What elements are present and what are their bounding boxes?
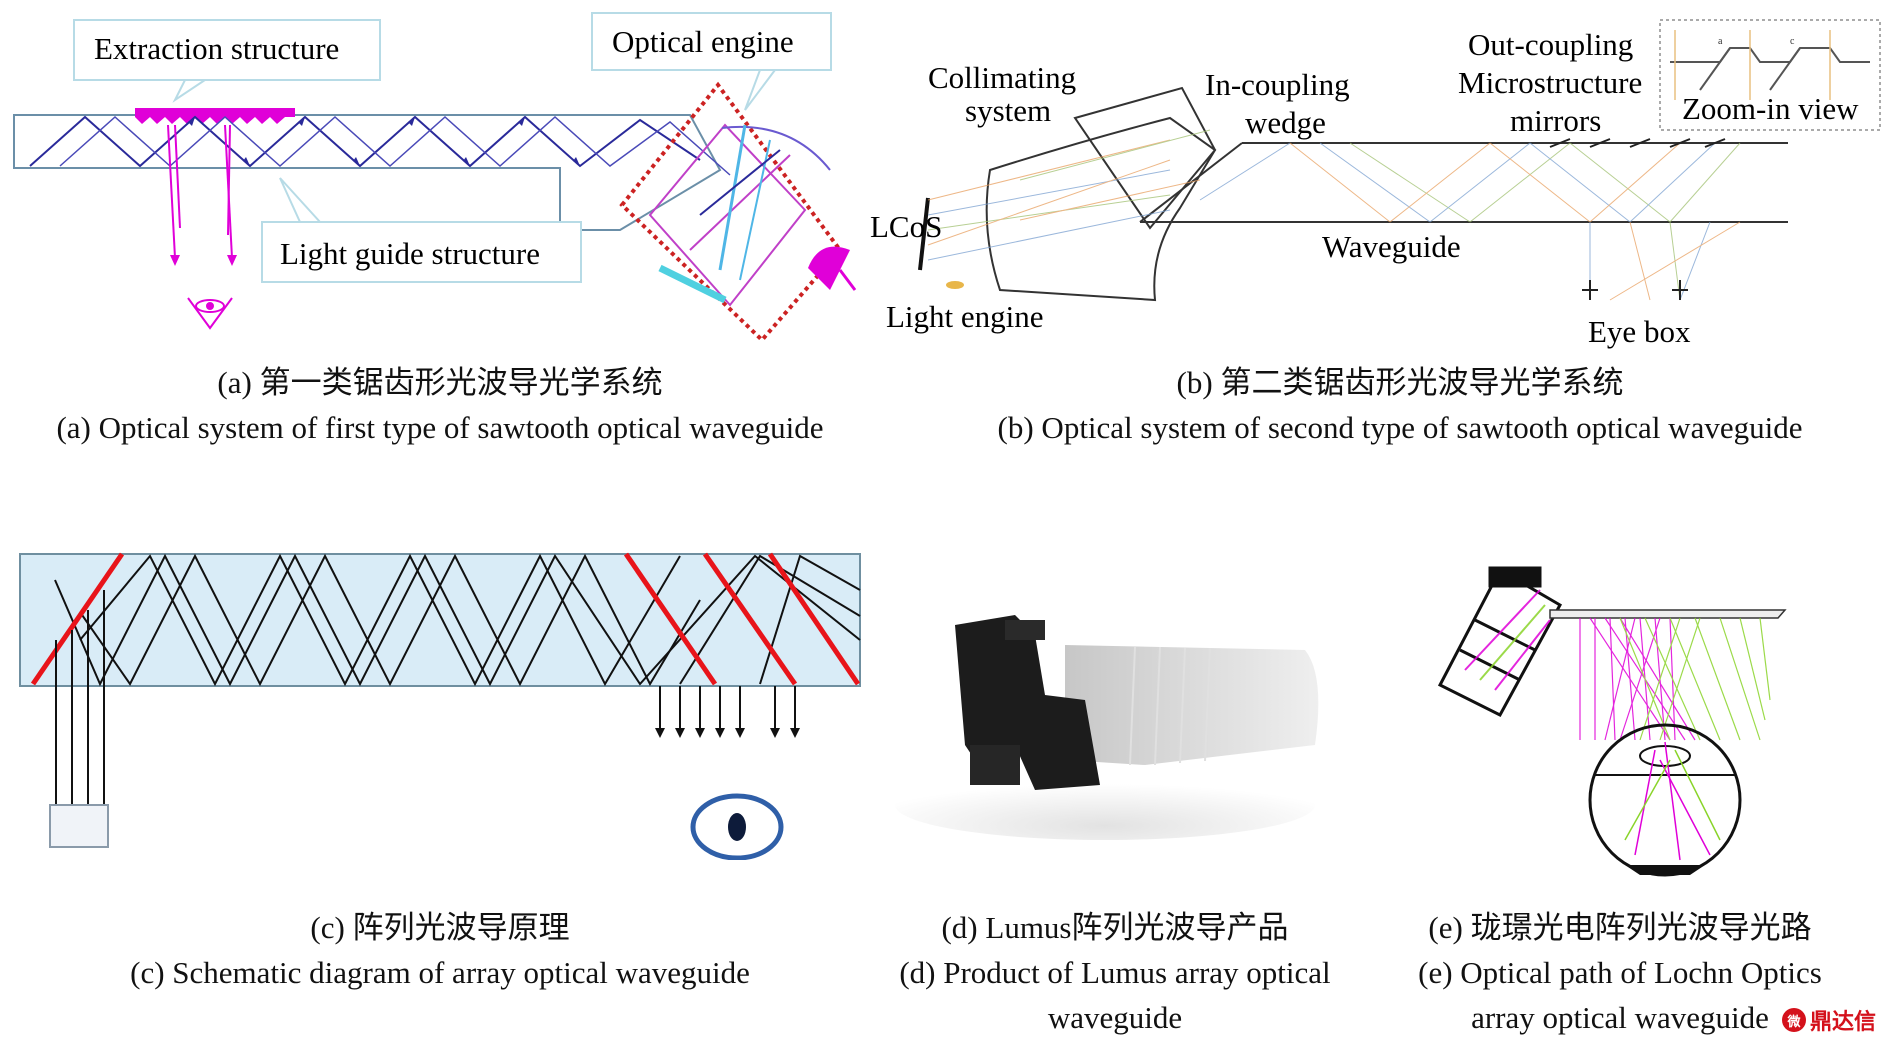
output-rays xyxy=(167,124,233,259)
waveguide-slab xyxy=(1549,609,1787,619)
optical-engine-internals xyxy=(648,123,831,307)
svg-text:c: c xyxy=(1790,36,1795,47)
label-incoupling-1: In-coupling xyxy=(1205,67,1350,102)
label-outcoupling-2: Microstructure xyxy=(1458,65,1642,100)
label-light-guide-structure: Light guide structure xyxy=(280,236,540,271)
zoom-in-inset: a c xyxy=(1659,19,1881,131)
caption-e: (e) 珑璟光电阵列光波导光路 (e) Optical path of Loch… xyxy=(1400,905,1840,1040)
extraction-sawtooth xyxy=(135,108,295,124)
eye-icon xyxy=(187,297,233,330)
incoupling-wedge xyxy=(1073,86,1217,230)
caption-d-en-1: (d) Product of Lumus array optical xyxy=(899,955,1331,990)
microstructure-mirrors xyxy=(1549,138,1726,148)
watermark: 微 鼎达信 xyxy=(1781,1004,1876,1036)
input-rays xyxy=(55,590,105,805)
label-zoom-in-view: Zoom-in view xyxy=(1682,91,1859,126)
coupling-rays xyxy=(927,129,1741,301)
caption-b-en: (b) Optical system of second type of saw… xyxy=(997,410,1803,445)
caption-c-cn: (c) 阵列光波导原理 xyxy=(310,910,570,945)
eye-icon xyxy=(690,793,784,860)
panel-b-diagram: a c Collimating system LCoS Light engine… xyxy=(870,19,1881,349)
propagation-rays xyxy=(54,553,861,687)
caption-d-cn: (d) Lumus阵列光波导产品 xyxy=(941,910,1289,945)
waveguide-outline xyxy=(1139,142,1788,223)
caption-a-cn: (a) 第一类锯齿形光波导光学系统 xyxy=(217,365,663,400)
label-collimating-1: Collimating xyxy=(928,60,1076,95)
label-waveguide: Waveguide xyxy=(1322,229,1461,264)
watermark-text: 鼎达信 xyxy=(1809,1010,1876,1035)
panel-a-diagram: Extraction structure Optical engine Ligh… xyxy=(13,12,857,343)
eye-box-markers xyxy=(1582,280,1688,300)
label-extraction-structure: Extraction structure xyxy=(94,31,339,66)
guided-rays-1 xyxy=(29,115,701,168)
waveguide-glass xyxy=(1065,645,1319,765)
label-light-engine: Light engine xyxy=(886,299,1044,334)
collimating-lens xyxy=(985,116,1217,302)
label-incoupling-2: wedge xyxy=(1245,105,1326,140)
waveguide-slab xyxy=(19,553,861,687)
caption-c: (c) 阵列光波导原理 (c) Schematic diagram of arr… xyxy=(0,905,880,995)
eyepiece-icon xyxy=(808,246,857,291)
projector-box xyxy=(49,804,109,848)
panel-d-product-image xyxy=(895,615,1319,840)
label-outcoupling-1: Out-coupling xyxy=(1468,27,1633,62)
projector-rays xyxy=(1464,589,1551,691)
output-arrowheads xyxy=(170,255,237,266)
label-eye-box: Eye box xyxy=(1588,314,1691,349)
projector-housing xyxy=(955,615,1100,790)
caption-d: (d) Lumus阵列光波导产品 (d) Product of Lumus ar… xyxy=(880,905,1350,1040)
caption-b: (b) 第二类锯齿形光波导光学系统 (b) Optical system of … xyxy=(920,360,1880,450)
light-guide-body xyxy=(13,114,722,231)
svg-text:a: a xyxy=(1718,36,1723,47)
light-engine-led xyxy=(946,281,964,289)
label-lcos: LCoS xyxy=(870,209,942,244)
caption-c-en: (c) Schematic diagram of array optical w… xyxy=(130,955,750,990)
output-ray-bundle xyxy=(1579,617,1771,741)
caption-d-en-2: waveguide xyxy=(1047,1000,1183,1035)
label-collimating-2: system xyxy=(965,93,1051,128)
guided-rays-2 xyxy=(59,115,731,176)
output-arrows xyxy=(659,686,796,730)
caption-a: (a) 第一类锯齿形光波导光学系统 (a) Optical system of … xyxy=(0,360,880,450)
watermark-logo-icon: 微 xyxy=(1781,1008,1806,1032)
caption-e-cn: (e) 珑璟光电阵列光波导光路 xyxy=(1428,910,1812,945)
projector-assembly xyxy=(1437,566,1563,717)
caption-e-en-2: array optical waveguide xyxy=(1471,1000,1769,1035)
label-optical-engine: Optical engine xyxy=(612,24,794,59)
ray-arrowheads xyxy=(188,117,580,166)
caption-b-cn: (b) 第二类锯齿形光波导光学系统 xyxy=(1176,365,1624,400)
lcos-panel xyxy=(918,197,930,271)
partial-mirrors xyxy=(30,552,861,686)
output-arrowheads-down xyxy=(655,728,800,738)
panel-e-diagram xyxy=(1437,566,1787,877)
label-boxes xyxy=(73,12,832,283)
eye-model xyxy=(1588,723,1742,877)
label-outcoupling-3: mirrors xyxy=(1510,103,1601,138)
caption-e-en-1: (e) Optical path of Lochn Optics xyxy=(1418,955,1822,990)
panel-c-diagram xyxy=(19,552,861,860)
caption-a-en: (a) Optical system of first type of sawt… xyxy=(56,410,824,445)
